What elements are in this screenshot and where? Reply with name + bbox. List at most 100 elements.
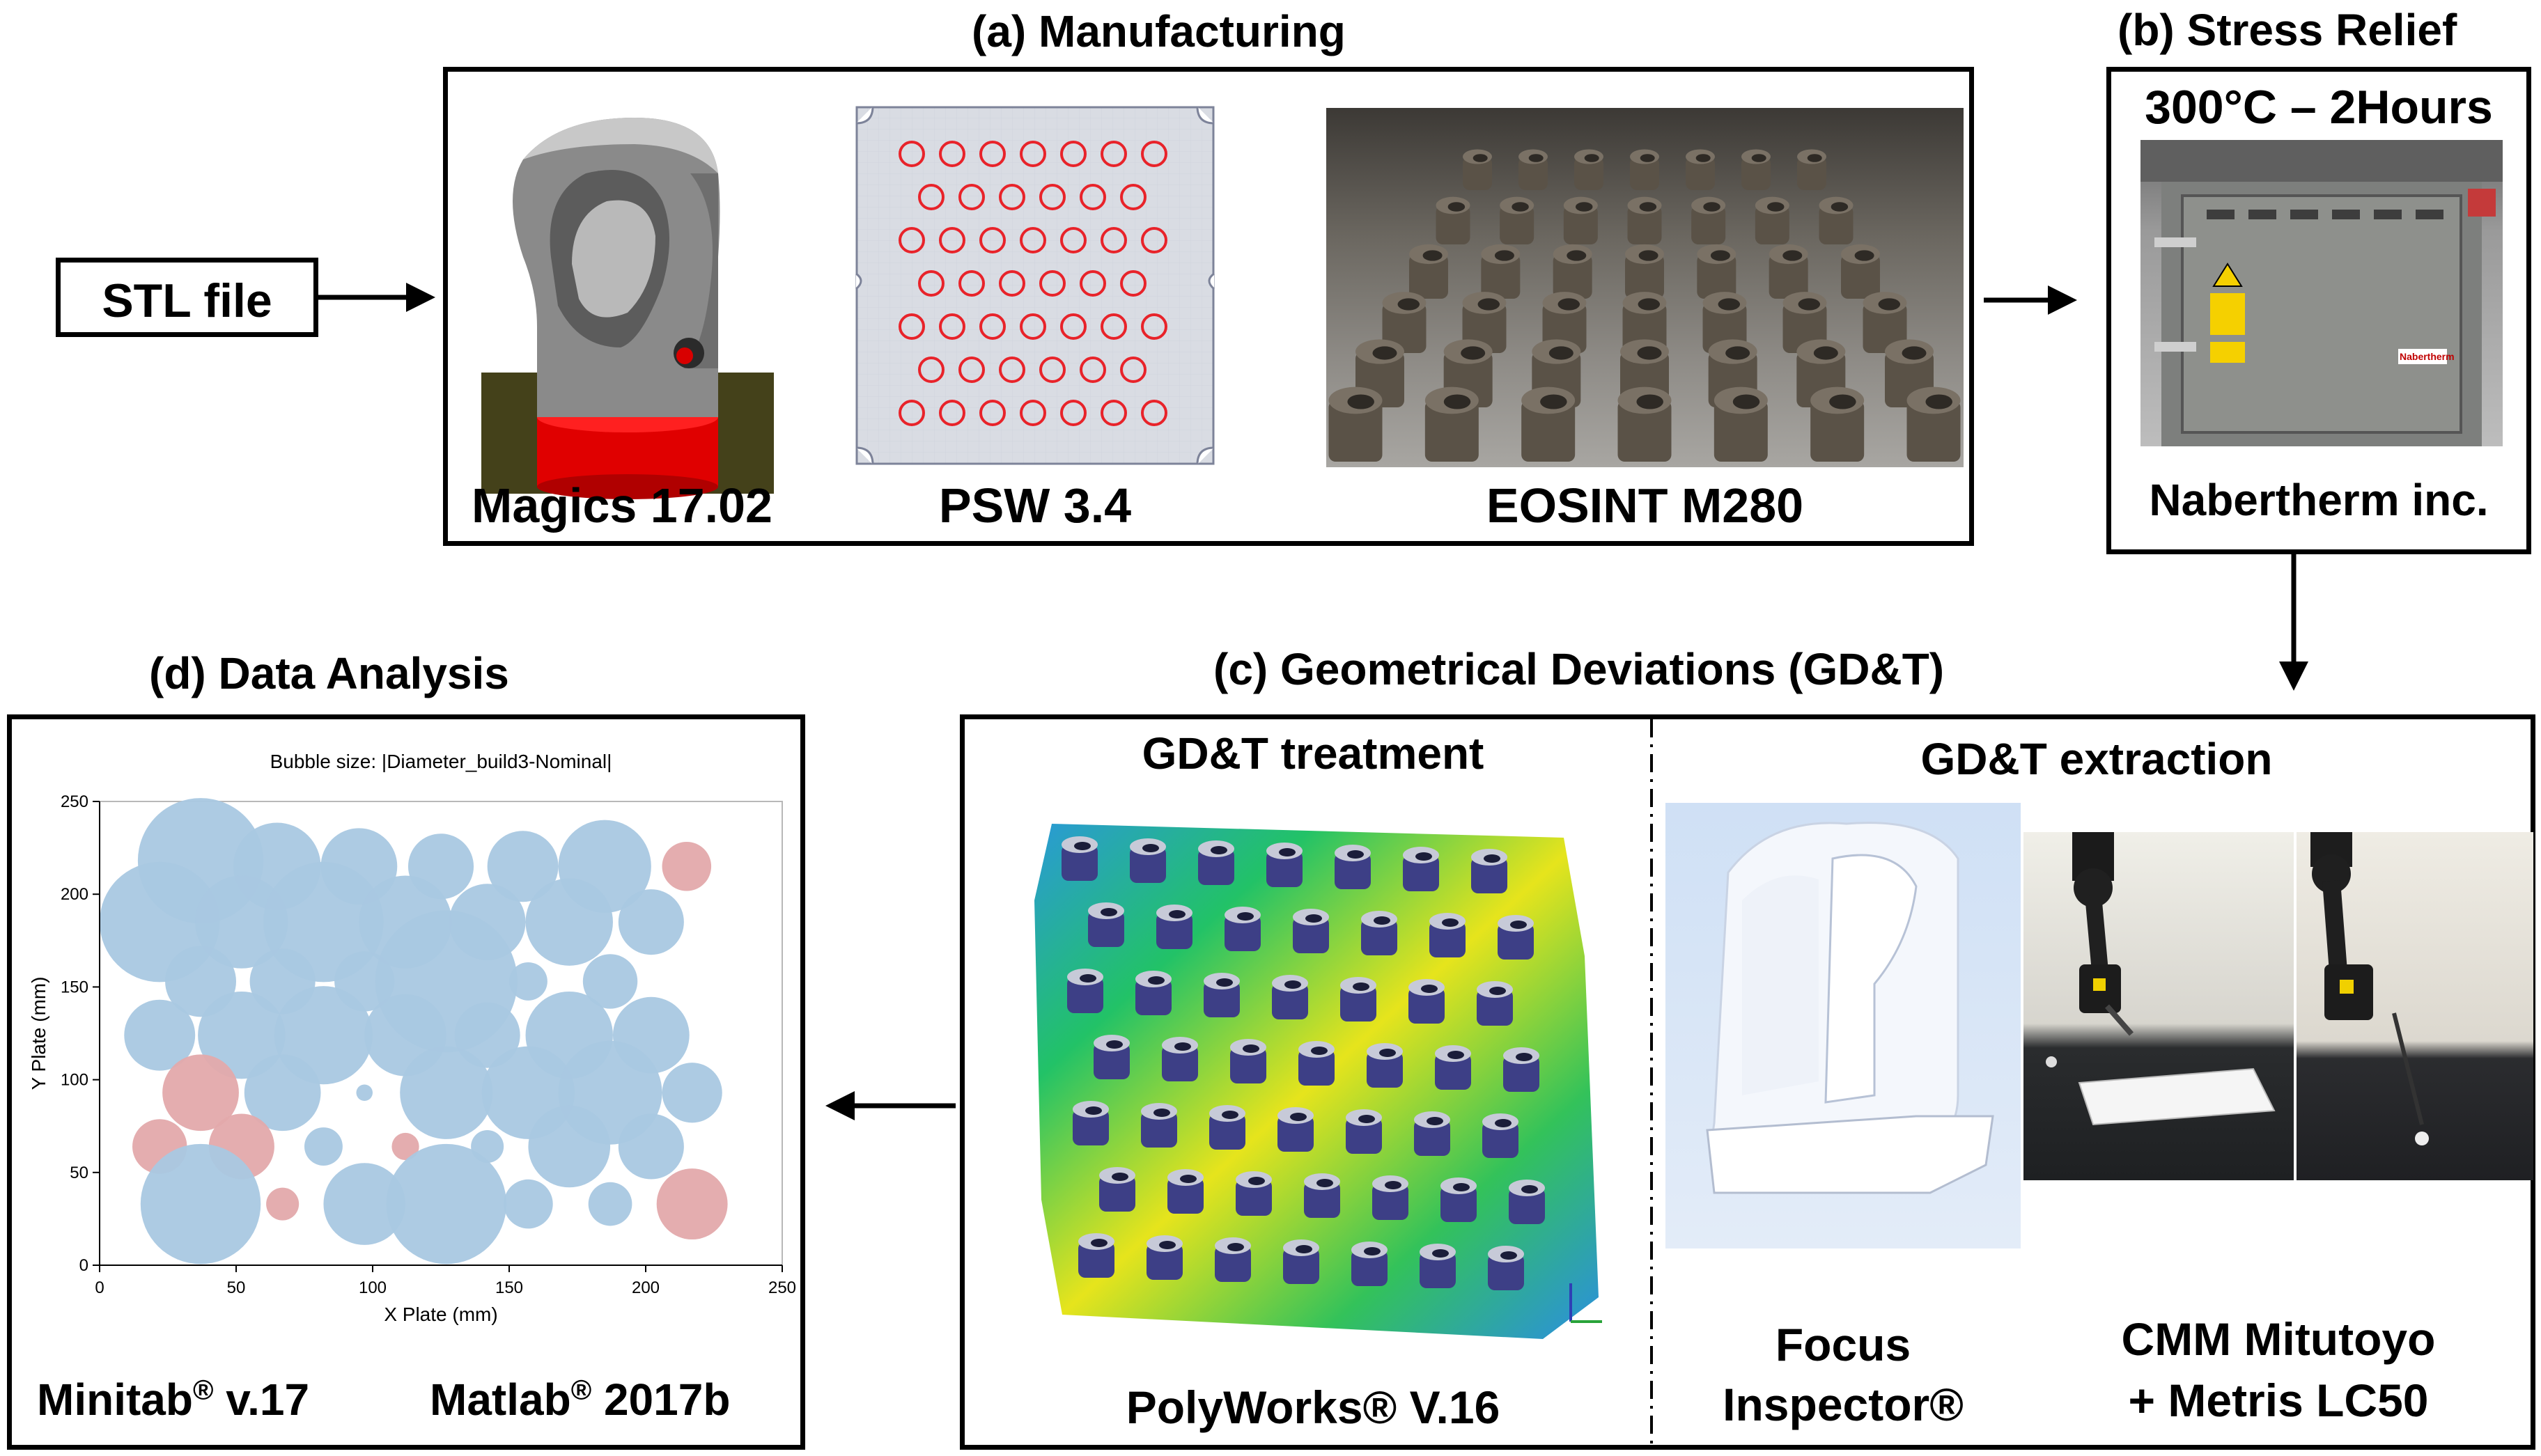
bubble-negative [618, 889, 684, 955]
scanned-part [1403, 847, 1439, 891]
furnace-photo: Nabertherm [2140, 140, 2503, 446]
bubble-negative [140, 1143, 261, 1265]
y-axis-label: Y Plate (mm) [28, 977, 49, 1090]
eosint-label: EOSINT M280 [1486, 478, 1804, 533]
scanned-part [1236, 1171, 1272, 1216]
bubble-negative [662, 1063, 722, 1123]
bubble-negative [356, 1084, 373, 1102]
scanned-part [1340, 977, 1376, 1021]
scanned-part [1509, 1180, 1545, 1224]
plate-part-circle [999, 270, 1025, 297]
plate-part-circle [1101, 400, 1127, 426]
scanned-part [1498, 915, 1534, 960]
y-tick-label: 150 [61, 978, 88, 996]
bubble-negative [244, 1054, 321, 1132]
printed-part [1797, 149, 1826, 190]
plate-part-circle [1120, 357, 1147, 383]
scanned-part [1298, 1041, 1335, 1086]
plate-part-circle [899, 400, 925, 426]
scanned-part [1272, 975, 1308, 1019]
x-tick-label: 150 [495, 1278, 523, 1297]
plate-part-circle [979, 313, 1006, 340]
scanned-part [1408, 979, 1445, 1024]
plate-part-circle [1020, 141, 1046, 167]
cmm-photo-left [2023, 832, 2294, 1180]
plate-part-circle [1141, 313, 1167, 340]
bubble-negative [304, 1127, 343, 1166]
gdt-divider [1650, 719, 1653, 1450]
scanned-part [1094, 1035, 1130, 1079]
plate-part-circle [1141, 227, 1167, 253]
scanned-part [1293, 909, 1329, 953]
x-tick-label: 0 [95, 1278, 104, 1297]
plate-part-circle [1060, 141, 1087, 167]
plate-part-circle [1101, 227, 1127, 253]
stress-relief-panel: 300°C – 2Hours Nabertherm Nabertherm inc… [2106, 67, 2531, 554]
plate-part-circle [899, 227, 925, 253]
scanned-part [1440, 1177, 1477, 1222]
printed-part [1741, 149, 1771, 190]
plate-part-circle [999, 357, 1025, 383]
plate-part-circle [979, 227, 1006, 253]
chart-subtitle: Bubble size: |Diameter_build3-Nominal| [270, 751, 612, 772]
polyworks-label: PolyWorks® V.16 [1126, 1381, 1500, 1433]
bubble-positive [391, 1132, 419, 1161]
plate-part-circle [958, 270, 985, 297]
cmm-label-line1: CMM Mitutoyo [2121, 1313, 2436, 1365]
plate-part-circle [1141, 400, 1167, 426]
printed-part [1714, 386, 1768, 462]
scanned-part [1471, 849, 1507, 893]
focus-label-line1: Focus [1775, 1319, 1911, 1370]
plate-part-circle [1039, 270, 1066, 297]
x-tick-label: 250 [768, 1278, 796, 1297]
bubble-negative [618, 1113, 684, 1180]
bubble-chart: Bubble size: |Diameter_build3-Nominal| 0 5… [28, 751, 796, 1325]
scanned-part [1099, 1167, 1135, 1212]
y-tick-label: 250 [61, 792, 88, 811]
scanned-part [1230, 1039, 1266, 1083]
printed-part [1769, 244, 1808, 299]
printed-part [1755, 196, 1789, 244]
x-tick-label: 50 [227, 1278, 246, 1297]
minitab-version: v.17 [226, 1375, 310, 1425]
scanned-part [1215, 1237, 1251, 1282]
stress-relief-condition: 300°C – 2Hours [2145, 81, 2493, 134]
scanned-part [1435, 1045, 1471, 1090]
analysis-title: (d) Data Analysis [149, 648, 509, 698]
plate-part-circle [1060, 400, 1087, 426]
scanned-part [1503, 1047, 1539, 1092]
bubble-negative [582, 954, 638, 1009]
scanned-part [1283, 1239, 1319, 1284]
scanned-part [1147, 1235, 1183, 1280]
scanned-part [1477, 981, 1513, 1026]
plate-part-circle [939, 400, 965, 426]
printed-part [1500, 196, 1534, 244]
scanned-part [1067, 969, 1103, 1013]
plate-part-circle [1060, 227, 1087, 253]
minitab-name: Minitab [37, 1375, 193, 1425]
analysis-panel: Bubble size: |Diameter_build3-Nominal| 0 5… [7, 714, 805, 1450]
cmm-label-line2: + Metris LC50 [2128, 1375, 2429, 1426]
cmm-arm-left [2046, 832, 2276, 1126]
build-plate-layout-icon [855, 106, 1215, 465]
scanned-part [1156, 905, 1192, 949]
minitab-label: Minitab® v.17 [37, 1374, 309, 1425]
scanned-part [1351, 1242, 1388, 1286]
plate-part-circle [939, 227, 965, 253]
deviation-colormap [1034, 824, 1602, 1339]
plate-part-circle [1141, 141, 1167, 167]
scanned-part [1372, 1175, 1408, 1220]
bubble-positive [656, 1168, 728, 1240]
scanned-part [1420, 1244, 1456, 1288]
scanned-part [1198, 840, 1234, 885]
y-tick-label: 0 [79, 1256, 88, 1275]
scanned-part [1073, 1101, 1109, 1145]
scanned-part [1361, 911, 1397, 955]
printed-part [1574, 149, 1603, 190]
printed-parts-photo [1326, 108, 1964, 467]
plate-part-circle [1020, 400, 1046, 426]
plate-part-circle [899, 141, 925, 167]
gdt-extraction-title: GD&T extraction [1920, 734, 2273, 784]
plate-part-circle [918, 270, 945, 297]
minitab-registered: ® [192, 1375, 214, 1406]
